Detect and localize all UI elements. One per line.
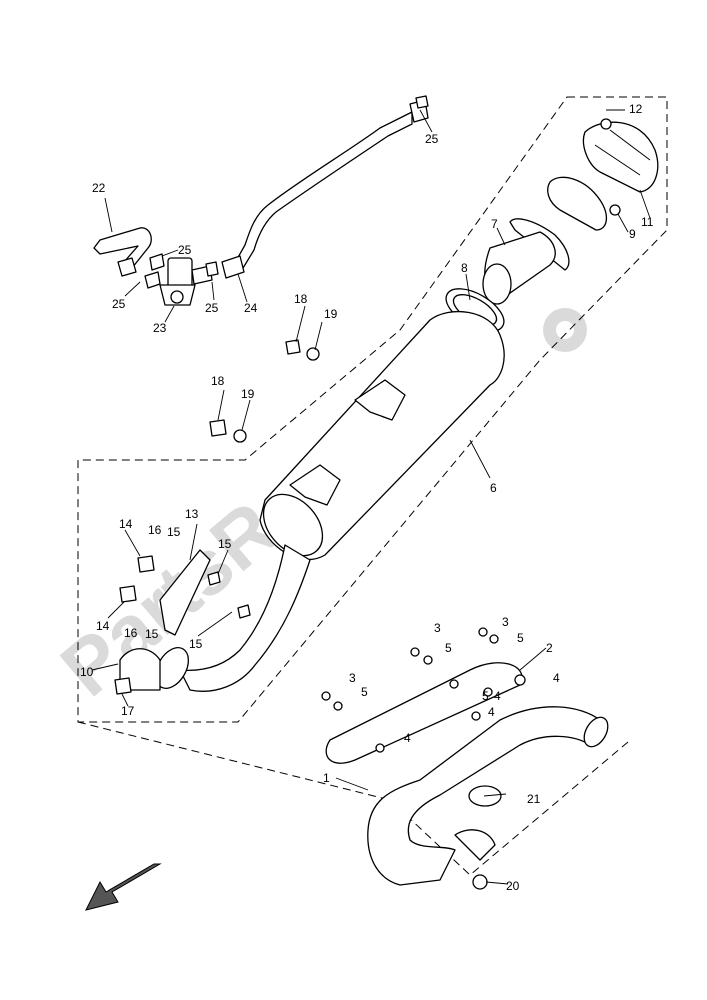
callout-2: 2 [546,641,553,655]
watermark-gear-icon [543,308,587,352]
callout-17: 17 [121,704,135,718]
muffler-group-outline [77,96,668,723]
callout-5-a: 5 [445,641,452,655]
hose-22 [93,227,152,277]
callout-22: 22 [92,181,106,195]
air-valve-23 [159,257,213,306]
front-direction-arrow-icon [85,863,162,911]
callout-10: 10 [80,665,94,679]
clamps-25 [144,95,429,289]
callout-8: 8 [461,261,468,275]
callout-13: 13 [185,507,199,521]
callout-15-b: 15 [218,537,232,551]
spark-arrestor-7 [482,218,570,305]
callout-23: 23 [153,321,167,335]
callout-16-b: 16 [124,626,138,640]
heat-protector-2 [325,662,526,764]
callout-14-b: 14 [96,619,110,633]
header-fasteners [321,627,499,753]
callout-7: 7 [491,217,498,231]
bolt-17 [114,677,132,695]
end-cap-11 [582,118,659,193]
washer-19-upper [306,347,320,361]
bolt-14-upper [137,555,155,573]
bolt-18-upper [285,339,301,355]
callout-16-a: 16 [148,523,162,537]
callout-11: 11 [641,215,654,229]
callout-25-a: 25 [425,132,439,146]
breather-hose [221,99,429,279]
callout-14-a: 14 [119,517,133,531]
callout-labels: 1 2 3 3 3 4 4 4 4 5 5 5 5 6 7 8 9 10 11 … [80,102,654,893]
muffler-bracket-13 [159,549,211,636]
callout-19-a: 19 [324,307,338,321]
callout-5-b: 5 [517,631,524,645]
callout-15-a: 15 [167,525,181,539]
callout-25-b: 25 [178,243,192,257]
header-group-outline [77,721,629,876]
callout-3-b: 3 [502,615,509,629]
bolt-14-lower [119,585,137,603]
callout-15-c: 15 [145,627,159,641]
callout-9: 9 [629,227,636,241]
callout-20: 20 [506,879,520,893]
callout-3-a: 3 [434,621,441,635]
washer-19-lower [233,429,247,443]
callout-3-c: 3 [349,671,356,685]
spark-arrestor-flange-9 [547,176,621,231]
callout-4-d: 4 [404,731,411,745]
bolt-18-lower [209,419,227,437]
callout-5-d: 5 [482,689,489,703]
damper-10 [119,648,161,691]
callout-18-a: 18 [294,292,308,306]
callout-6: 6 [490,481,497,495]
muffler-6 [259,310,505,561]
callout-21: 21 [527,792,541,806]
callout-15-d: 15 [189,637,203,651]
callout-4-b: 4 [494,689,501,703]
callout-12: 12 [629,102,643,116]
callout-5-c: 5 [361,685,368,699]
callout-25-d: 25 [205,301,219,315]
callout-25-c: 25 [112,297,126,311]
nut-20 [472,874,488,890]
callout-4-a: 4 [553,671,560,685]
callout-18-b: 18 [211,374,225,388]
collar-15 [207,571,251,619]
callout-4-c: 4 [488,705,495,719]
callout-19-b: 19 [241,387,255,401]
callout-1: 1 [323,771,330,785]
exhaust-pipe-1 [367,706,609,886]
leader-lines [91,109,651,885]
callout-24: 24 [244,301,258,315]
